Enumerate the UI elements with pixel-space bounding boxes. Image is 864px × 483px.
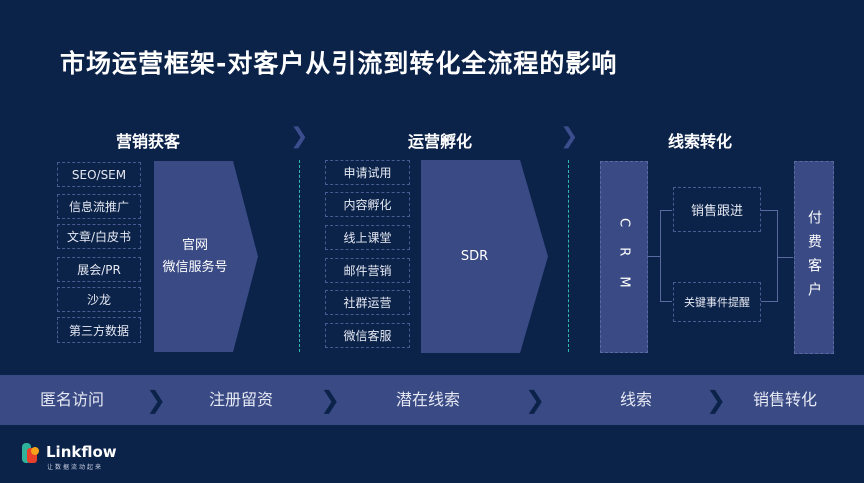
- chevron-right-icon: ❯: [560, 124, 579, 149]
- connector: [761, 301, 777, 302]
- chevron-right-icon: ❯: [290, 124, 309, 149]
- logo-tagline: 让数据流动起来: [47, 464, 104, 471]
- chevron-right-icon: ❯: [525, 386, 546, 414]
- channel-item: 信息流推广: [57, 194, 141, 219]
- channel-item: 第三方数据: [57, 317, 141, 343]
- website-wechat-box: 官网 微信服务号: [154, 161, 258, 352]
- channel-item: 沙龙: [57, 287, 141, 312]
- nurture-item: 线上课堂: [325, 225, 410, 250]
- paying-customer-box: 付费客户: [794, 161, 834, 354]
- sdr-label: SDR: [460, 249, 489, 264]
- sales-followup-box: 销售跟进: [673, 187, 761, 232]
- nurture-item: 邮件营销: [325, 258, 410, 283]
- channel-item: 展会/PR: [57, 257, 141, 282]
- crm-box: C R M: [600, 161, 648, 353]
- page-title: 市场运营框架-对客户从引流到转化全流程的影响: [60, 49, 618, 78]
- connector: [660, 301, 672, 302]
- key-event-alert-box: 关键事件提醒: [673, 282, 761, 322]
- connector: [777, 257, 793, 258]
- stage-label: 潜在线索: [396, 390, 461, 409]
- main-label: 官网: [181, 237, 208, 253]
- connector: [761, 210, 777, 211]
- linkflow-logo-icon: [22, 443, 40, 465]
- sdr-box: SDR: [421, 160, 548, 353]
- connector: [777, 210, 778, 302]
- connector: [660, 210, 672, 211]
- nurture-item: 申请试用: [325, 160, 410, 185]
- stage-label: 匿名访问: [40, 390, 105, 409]
- nurture-item: 微信客服: [325, 323, 410, 348]
- chevron-right-icon: ❯: [146, 386, 167, 414]
- connector: [660, 210, 661, 302]
- section-header-conversion: 线索转化: [667, 132, 732, 151]
- section-header-nurture: 运营孵化: [407, 132, 472, 151]
- divider: [568, 160, 569, 352]
- nurture-item: 内容孵化: [325, 192, 410, 217]
- connector: [648, 256, 660, 257]
- stage-label: 销售转化: [753, 390, 818, 409]
- chevron-right-icon: ❯: [706, 386, 727, 414]
- stage-band: [0, 375, 864, 425]
- stage-label: 注册留资: [209, 390, 274, 409]
- main-label: 微信服务号: [162, 259, 228, 275]
- logo-name: Linkflow: [46, 443, 117, 461]
- channel-item: SEO/SEM: [57, 162, 141, 187]
- divider: [299, 160, 300, 352]
- section-header-acquisition: 营销获客: [115, 132, 180, 151]
- nurture-item: 社群运营: [325, 290, 410, 315]
- stage-label: 线索: [620, 390, 653, 409]
- channel-item: 文章/白皮书: [57, 224, 141, 249]
- chevron-right-icon: ❯: [320, 386, 341, 414]
